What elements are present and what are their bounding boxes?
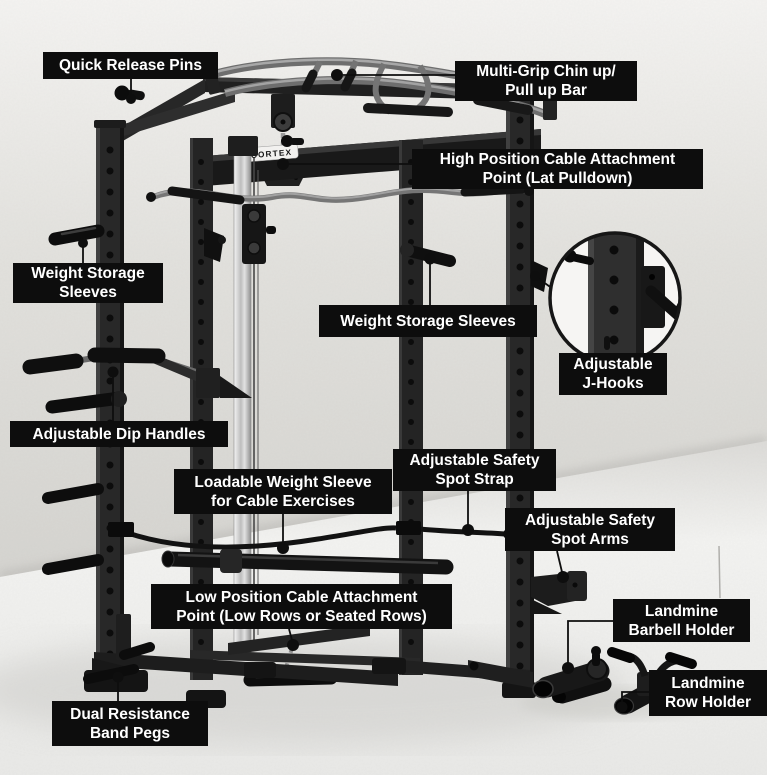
callout-landmine-row-holder: Landmine Row Holder — [649, 670, 767, 716]
leader-band-pegs — [112, 671, 124, 701]
band-peg — [83, 664, 139, 684]
callout-weight-storage-center: Weight Storage Sleeves — [319, 305, 537, 337]
callout-quick-release-pins: Quick Release Pins — [43, 52, 218, 79]
loadable-weight-sleeve — [161, 549, 454, 575]
leader-low-position — [287, 628, 299, 651]
resistance-band-pegs — [83, 614, 155, 684]
brand-badge: CORTEX — [244, 143, 299, 163]
leader-weight-storage-left — [78, 238, 88, 263]
storage-peg — [48, 224, 105, 246]
callout-landmine-barbell-holder: Landmine Barbell Holder — [613, 599, 750, 642]
foot — [372, 658, 406, 674]
foot — [244, 662, 276, 678]
upright-front-left — [94, 120, 126, 690]
dip-grip — [22, 353, 84, 375]
band-peg — [119, 642, 155, 660]
callout-high-position-cable: High Position Cable Attachment Point (La… — [412, 149, 703, 189]
callout-multi-grip-bar: Multi-Grip Chin up/ Pull up Bar — [455, 61, 637, 101]
upright-front-right — [504, 91, 536, 696]
landmine-barbell-holder — [532, 646, 612, 704]
wall-scratch — [718, 545, 721, 599]
strap-buckle — [396, 521, 421, 535]
callout-dual-band-pegs: Dual Resistance Band Pegs — [52, 701, 208, 746]
grip — [473, 95, 533, 115]
callout-adjustable-dip-handles: Adjustable Dip Handles — [10, 421, 228, 447]
dip-handles — [22, 347, 252, 398]
leader-lines — [78, 69, 649, 713]
grip — [167, 186, 245, 205]
uprights — [94, 91, 536, 696]
leader-spot-strap — [462, 491, 474, 536]
front-crossbeam: CORTEX — [192, 129, 541, 187]
callout-low-position-cable: Low Position Cable Attachment Point (Low… — [151, 584, 452, 629]
leader-weight-storage-center — [424, 253, 436, 306]
grip — [301, 69, 318, 93]
callout-safety-spot-strap: Adjustable Safety Spot Strap — [393, 449, 556, 491]
weight-storage-pegs-left — [42, 224, 127, 575]
j-hook-inset — [548, 231, 682, 365]
leader-quick-release-pins — [126, 78, 136, 104]
leader-multi-grip — [331, 69, 455, 81]
j-hook — [204, 228, 224, 262]
dip-grip — [87, 347, 166, 364]
leader-high-position — [277, 158, 412, 170]
grip — [363, 103, 453, 117]
row-grip — [607, 647, 635, 663]
strap-buckle — [108, 522, 134, 537]
leader-dip-handles — [107, 366, 119, 421]
leader-loadable-sleeve — [277, 514, 289, 554]
callout-weight-storage-left: Weight Storage Sleeves — [13, 263, 163, 303]
callout-safety-spot-arms: Adjustable Safety Spot Arms — [505, 508, 675, 551]
safety-spot-arm — [531, 571, 587, 614]
row-grip — [665, 652, 697, 669]
curl-bar — [146, 184, 534, 205]
brand-logo-text: CORTEX — [251, 148, 293, 160]
storage-peg — [45, 391, 127, 414]
leader-spot-arms — [556, 550, 569, 583]
leader-landmine-row — [616, 691, 649, 713]
storage-peg — [42, 483, 104, 504]
leader-landmine-barbell — [562, 620, 613, 674]
callout-loadable-weight-sleeve: Loadable Weight Sleeve for Cable Exercis… — [174, 469, 392, 514]
grip — [460, 184, 527, 197]
storage-peg — [42, 554, 104, 575]
callout-adjustable-j-hooks: Adjustable J-Hooks — [559, 353, 667, 395]
